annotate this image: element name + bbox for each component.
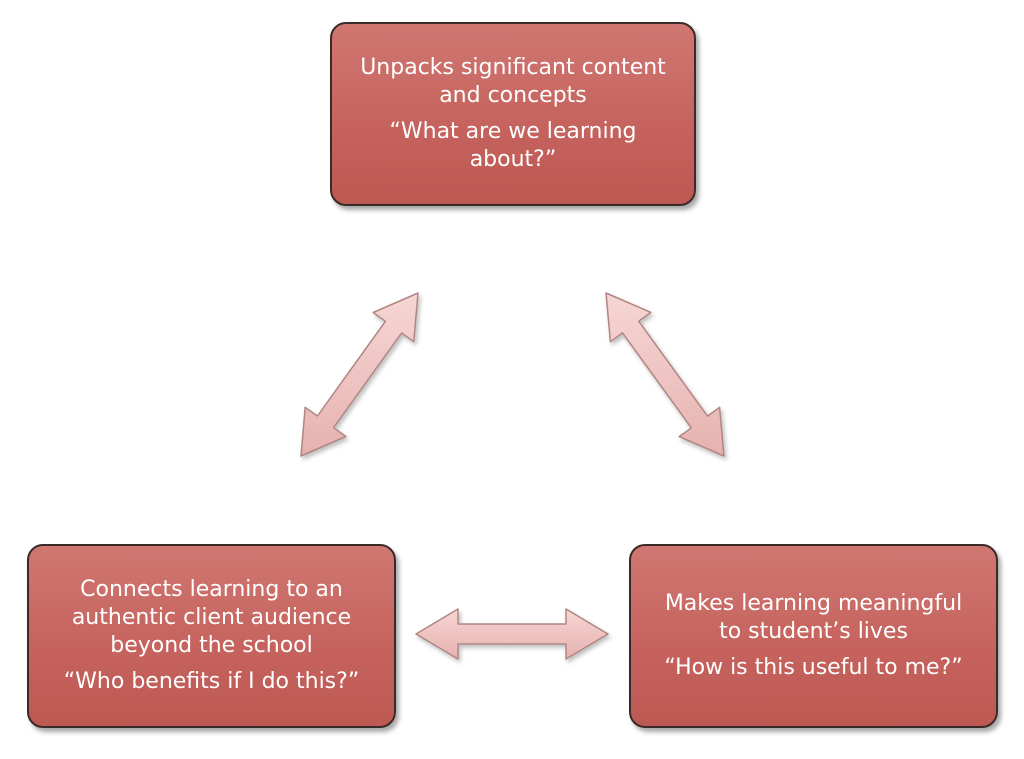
node-client-audience: Connects learning to an authentic client… — [27, 544, 396, 728]
arrow-left-right-shape — [415, 608, 609, 660]
node-top-heading: Unpacks significant content and concepts — [360, 55, 666, 108]
arrow-top-left-bidirectional — [300, 292, 419, 457]
arrow-top-right-bidirectional — [605, 292, 725, 457]
node-left-heading: Connects learning to an authentic client… — [71, 577, 352, 658]
node-left-question: “Who benefits if I do this?” — [63, 669, 360, 694]
node-content-concepts: Unpacks significant content and concepts… — [330, 22, 696, 206]
arrow-top-right-shape — [605, 292, 725, 457]
arrow-left-right-bidirectional — [415, 608, 609, 660]
node-right-heading: Makes learning meaningful to student’s l… — [664, 591, 963, 644]
node-meaningful-learning: Makes learning meaningful to student’s l… — [629, 544, 998, 728]
node-right-question: “How is this useful to me?” — [664, 655, 963, 680]
arrow-top-left-shape — [300, 292, 419, 457]
node-top-question: “What are we learning about?” — [389, 119, 637, 172]
